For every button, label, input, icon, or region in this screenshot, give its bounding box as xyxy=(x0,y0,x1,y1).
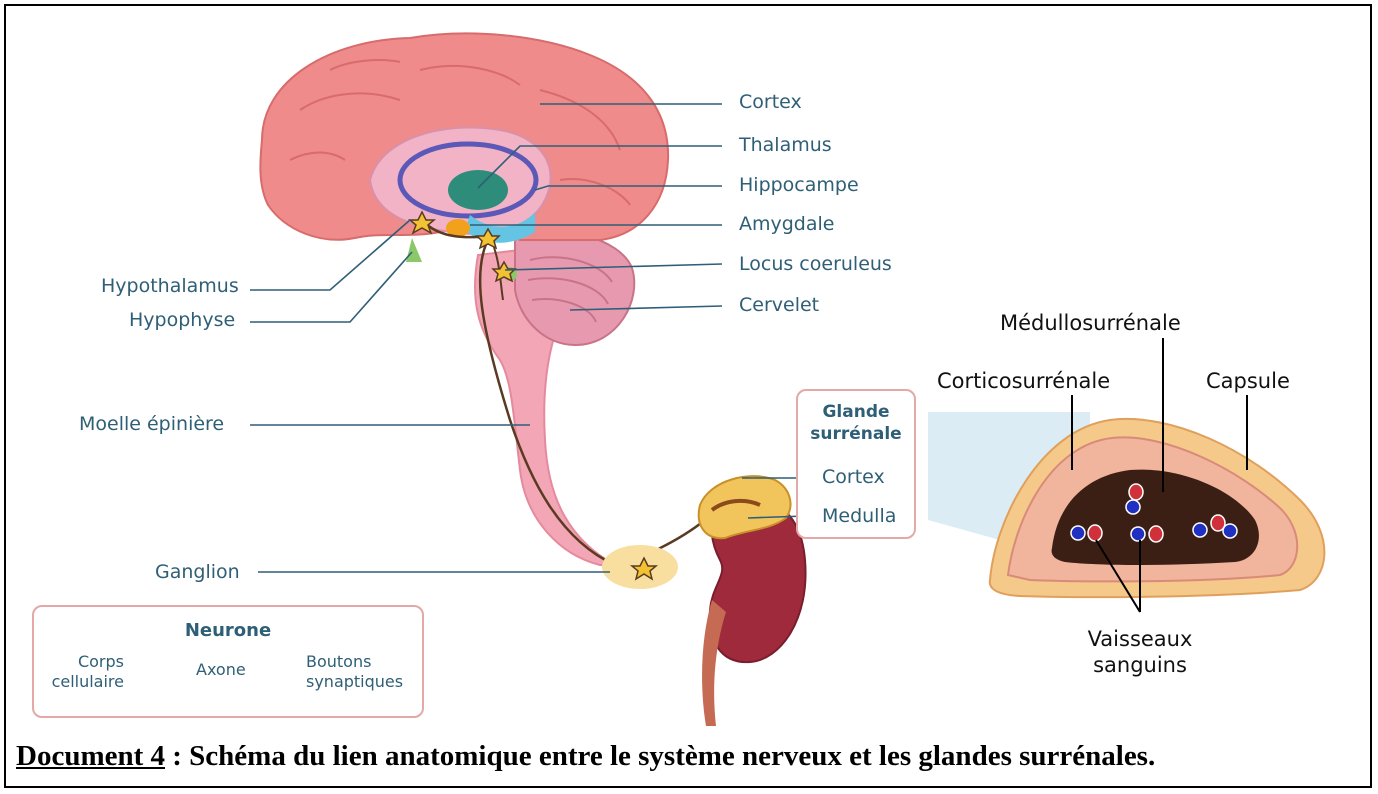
label-vaisseaux-sanguins: Vaisseaux sanguins xyxy=(1078,626,1202,678)
label-hypothalamus: Hypothalamus xyxy=(101,275,239,297)
label-corticosurrenale: Corticosurrénale xyxy=(937,368,1110,394)
thalamus xyxy=(448,170,508,210)
label-locus-coeruleus: Locus coeruleus xyxy=(739,253,892,275)
legend-corps-line2: cellulaire xyxy=(48,672,124,692)
label-cortex: Cortex xyxy=(739,91,802,113)
label-glande-medulla: Medulla xyxy=(822,505,896,527)
legend-corps-cellulaire: Corps cellulaire xyxy=(48,652,124,692)
glande-title-line1: Glande xyxy=(800,401,912,423)
ureter xyxy=(702,600,726,726)
legend-corps-line1: Corps xyxy=(48,652,124,672)
legend-boutons-line2: synaptiques xyxy=(306,672,403,692)
document-caption: Document 4 : Schéma du lien anatomique e… xyxy=(16,740,1155,773)
glande-title: Glande surrénale xyxy=(800,401,912,445)
hypophyse-shape xyxy=(406,238,422,262)
label-moelle-epiniere: Moelle épinière xyxy=(79,413,224,435)
legend-boutons-line1: Boutons xyxy=(306,652,403,672)
label-medullosurrenale: Médullosurrénale xyxy=(1000,310,1181,336)
caption-text: : Schéma du lien anatomique entre le sys… xyxy=(165,740,1155,772)
glande-title-line2: surrénale xyxy=(800,423,912,445)
neurone-legend-title: Neurone xyxy=(32,620,424,641)
label-amygdale: Amygdale xyxy=(739,213,834,235)
label-hypophyse: Hypophyse xyxy=(129,309,235,331)
label-vaisseaux-line1: Vaisseaux xyxy=(1078,626,1202,652)
label-capsule: Capsule xyxy=(1206,368,1290,394)
label-glande-cortex: Cortex xyxy=(822,466,885,488)
label-hippocampe: Hippocampe xyxy=(739,174,859,196)
label-vaisseaux-line2: sanguins xyxy=(1078,652,1202,678)
legend-axone: Axone xyxy=(196,660,246,680)
label-ganglion: Ganglion xyxy=(155,561,240,583)
label-cervelet: Cervelet xyxy=(739,294,819,316)
label-thalamus: Thalamus xyxy=(739,134,832,156)
legend-boutons-synaptiques: Boutons synaptiques xyxy=(306,652,403,692)
caption-prefix: Document 4 xyxy=(16,740,165,772)
